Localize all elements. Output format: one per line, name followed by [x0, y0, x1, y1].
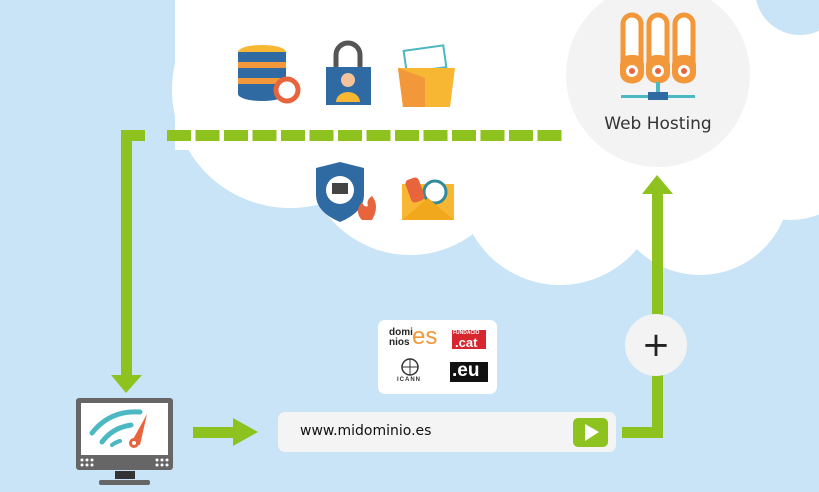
plus-circle[interactable] — [625, 314, 687, 376]
fundacio-text: FUNDACIÓ — [453, 330, 480, 336]
icann-globe-icon — [401, 358, 419, 376]
dash-segment — [395, 130, 419, 141]
dash-segment — [224, 130, 248, 141]
dash-segment — [195, 130, 220, 141]
eu-text: .eu — [452, 360, 480, 381]
dominios-logo: domi nios — [389, 328, 413, 348]
dash-segment — [452, 130, 476, 141]
monitor-speed-icon — [76, 398, 173, 485]
email-envelope-icon — [402, 177, 454, 220]
server-rack-icon — [620, 12, 696, 100]
cat-logo — [452, 330, 486, 349]
database-backup-icon — [238, 45, 301, 104]
dash-segment — [167, 130, 191, 141]
dash-segment — [281, 130, 305, 141]
dash-segment — [309, 130, 334, 141]
dash-segment — [366, 130, 391, 141]
dash-segment — [537, 130, 562, 141]
security-shield-icon — [316, 162, 376, 222]
cat-text: .cat — [455, 335, 478, 350]
dominios-es-text: es — [412, 323, 438, 350]
eu-logo — [450, 362, 488, 382]
dominios-text-a: domi — [389, 327, 413, 338]
dash-segment — [252, 130, 277, 141]
user-lock-icon — [326, 40, 371, 105]
icann-text: ICANN — [397, 377, 421, 383]
url-text[interactable]: www.midominio.es — [300, 423, 432, 439]
web-hosting-label: Web Hosting — [604, 114, 712, 134]
dash-segment — [509, 130, 533, 141]
play-icon[interactable] — [573, 418, 608, 447]
dominios-text-b: nios — [389, 337, 410, 348]
dash-segment — [480, 130, 505, 141]
documents-box-icon — [398, 44, 455, 107]
dash-segment — [423, 130, 448, 141]
dash-segment — [338, 130, 362, 141]
url-bar[interactable] — [278, 412, 616, 452]
plus-label[interactable]: + — [641, 325, 671, 365]
